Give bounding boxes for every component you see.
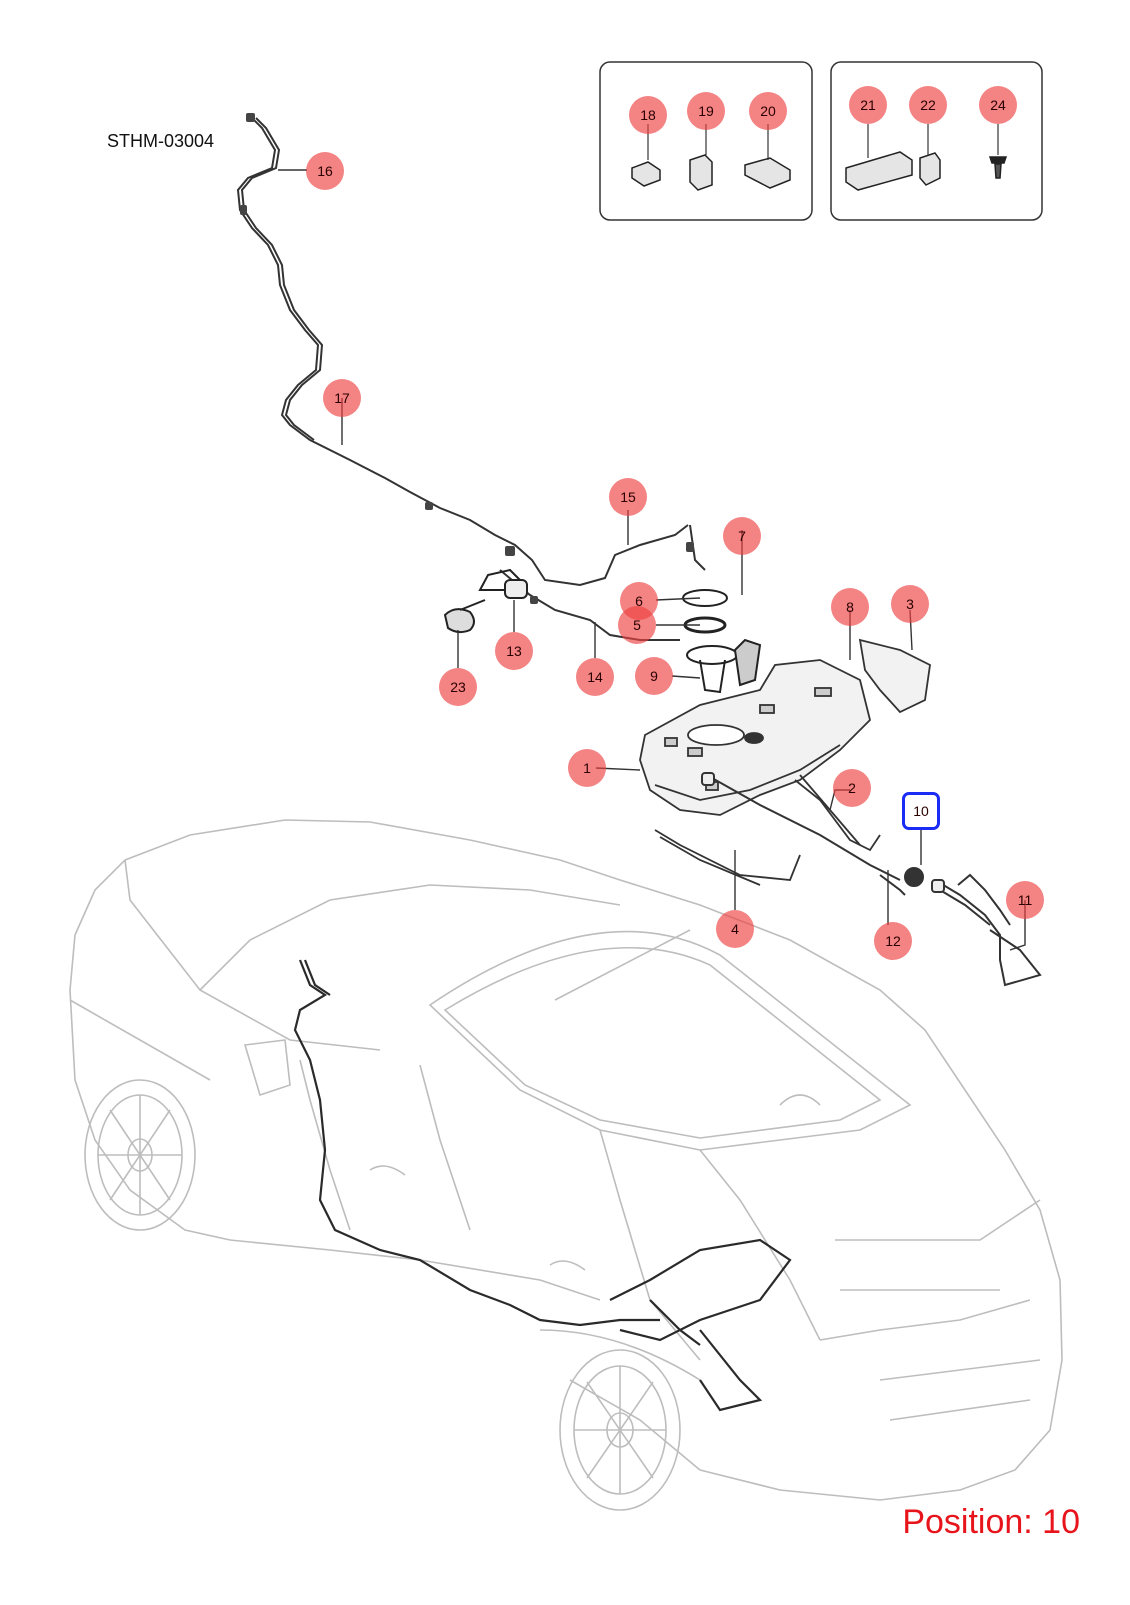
callout-1[interactable]: 1 xyxy=(568,749,606,787)
callout-15[interactable]: 15 xyxy=(609,478,647,516)
callout-leaders xyxy=(278,169,1026,951)
callout-14[interactable]: 14 xyxy=(576,658,614,696)
callout-label: 17 xyxy=(334,390,350,406)
callout-label: 6 xyxy=(635,593,643,609)
vehicle-outline xyxy=(69,819,1063,1511)
callout-label: 5 xyxy=(633,617,641,633)
small-parts xyxy=(631,151,1008,191)
callout-24[interactable]: 24 xyxy=(979,86,1017,124)
fuel-line-16-17 xyxy=(236,117,706,641)
callout-label: 13 xyxy=(506,643,522,659)
line-connectors xyxy=(240,113,694,604)
callout-22[interactable]: 22 xyxy=(909,86,947,124)
callout-3[interactable]: 3 xyxy=(891,585,929,623)
callout-label: 14 xyxy=(587,669,603,685)
small-parts-box-left xyxy=(599,61,813,221)
callout-label: 4 xyxy=(731,921,739,937)
callout-label: 21 xyxy=(860,97,876,113)
callout-16[interactable]: 16 xyxy=(306,152,344,190)
callout-17[interactable]: 17 xyxy=(323,379,361,417)
callout-label: 9 xyxy=(650,668,658,684)
callout-label: 19 xyxy=(698,103,714,119)
callout-label: 2 xyxy=(848,780,856,796)
callout-23[interactable]: 23 xyxy=(439,668,477,706)
fuel-filter-parts xyxy=(443,568,528,634)
callout-8[interactable]: 8 xyxy=(831,588,869,626)
callout-label: 11 xyxy=(1017,892,1033,908)
callout-12[interactable]: 12 xyxy=(874,922,912,960)
callout-label: 15 xyxy=(620,489,636,505)
position-label: Position: 10 xyxy=(902,1503,1080,1541)
callout-13[interactable]: 13 xyxy=(495,632,533,670)
fuel-tank xyxy=(639,659,871,816)
callout-label: 22 xyxy=(920,97,936,113)
callout-label: 20 xyxy=(760,103,776,119)
callout-2[interactable]: 2 xyxy=(833,769,871,807)
callout-label: 10 xyxy=(913,803,929,819)
callout-10[interactable]: 10 xyxy=(902,792,940,830)
callout-label: 1 xyxy=(583,760,591,776)
callout-18[interactable]: 18 xyxy=(629,96,667,134)
callout-11[interactable]: 11 xyxy=(1006,881,1044,919)
callout-label: 12 xyxy=(885,933,901,949)
tank-straps xyxy=(654,638,931,886)
callout-6[interactable]: 6 xyxy=(620,582,658,620)
callout-9[interactable]: 9 xyxy=(635,657,673,695)
callout-21[interactable]: 21 xyxy=(849,86,887,124)
filler-neck-parts xyxy=(701,772,1042,987)
callout-label: 3 xyxy=(906,596,914,612)
callout-label: 7 xyxy=(738,528,746,544)
callout-label: 23 xyxy=(450,679,466,695)
small-parts-box-right xyxy=(830,61,1043,221)
callout-7[interactable]: 7 xyxy=(723,517,761,555)
callout-label: 24 xyxy=(990,97,1006,113)
callout-label: 8 xyxy=(846,599,854,615)
callout-4[interactable]: 4 xyxy=(716,910,754,948)
callout-label: 16 xyxy=(317,163,333,179)
callout-20[interactable]: 20 xyxy=(749,92,787,130)
callout-label: 18 xyxy=(640,107,656,123)
vehicle-fuel-lines xyxy=(293,959,792,1412)
callout-19[interactable]: 19 xyxy=(687,92,725,130)
diagram-code: STHM-03004 xyxy=(107,131,215,151)
fuel-pump-parts xyxy=(682,589,762,694)
